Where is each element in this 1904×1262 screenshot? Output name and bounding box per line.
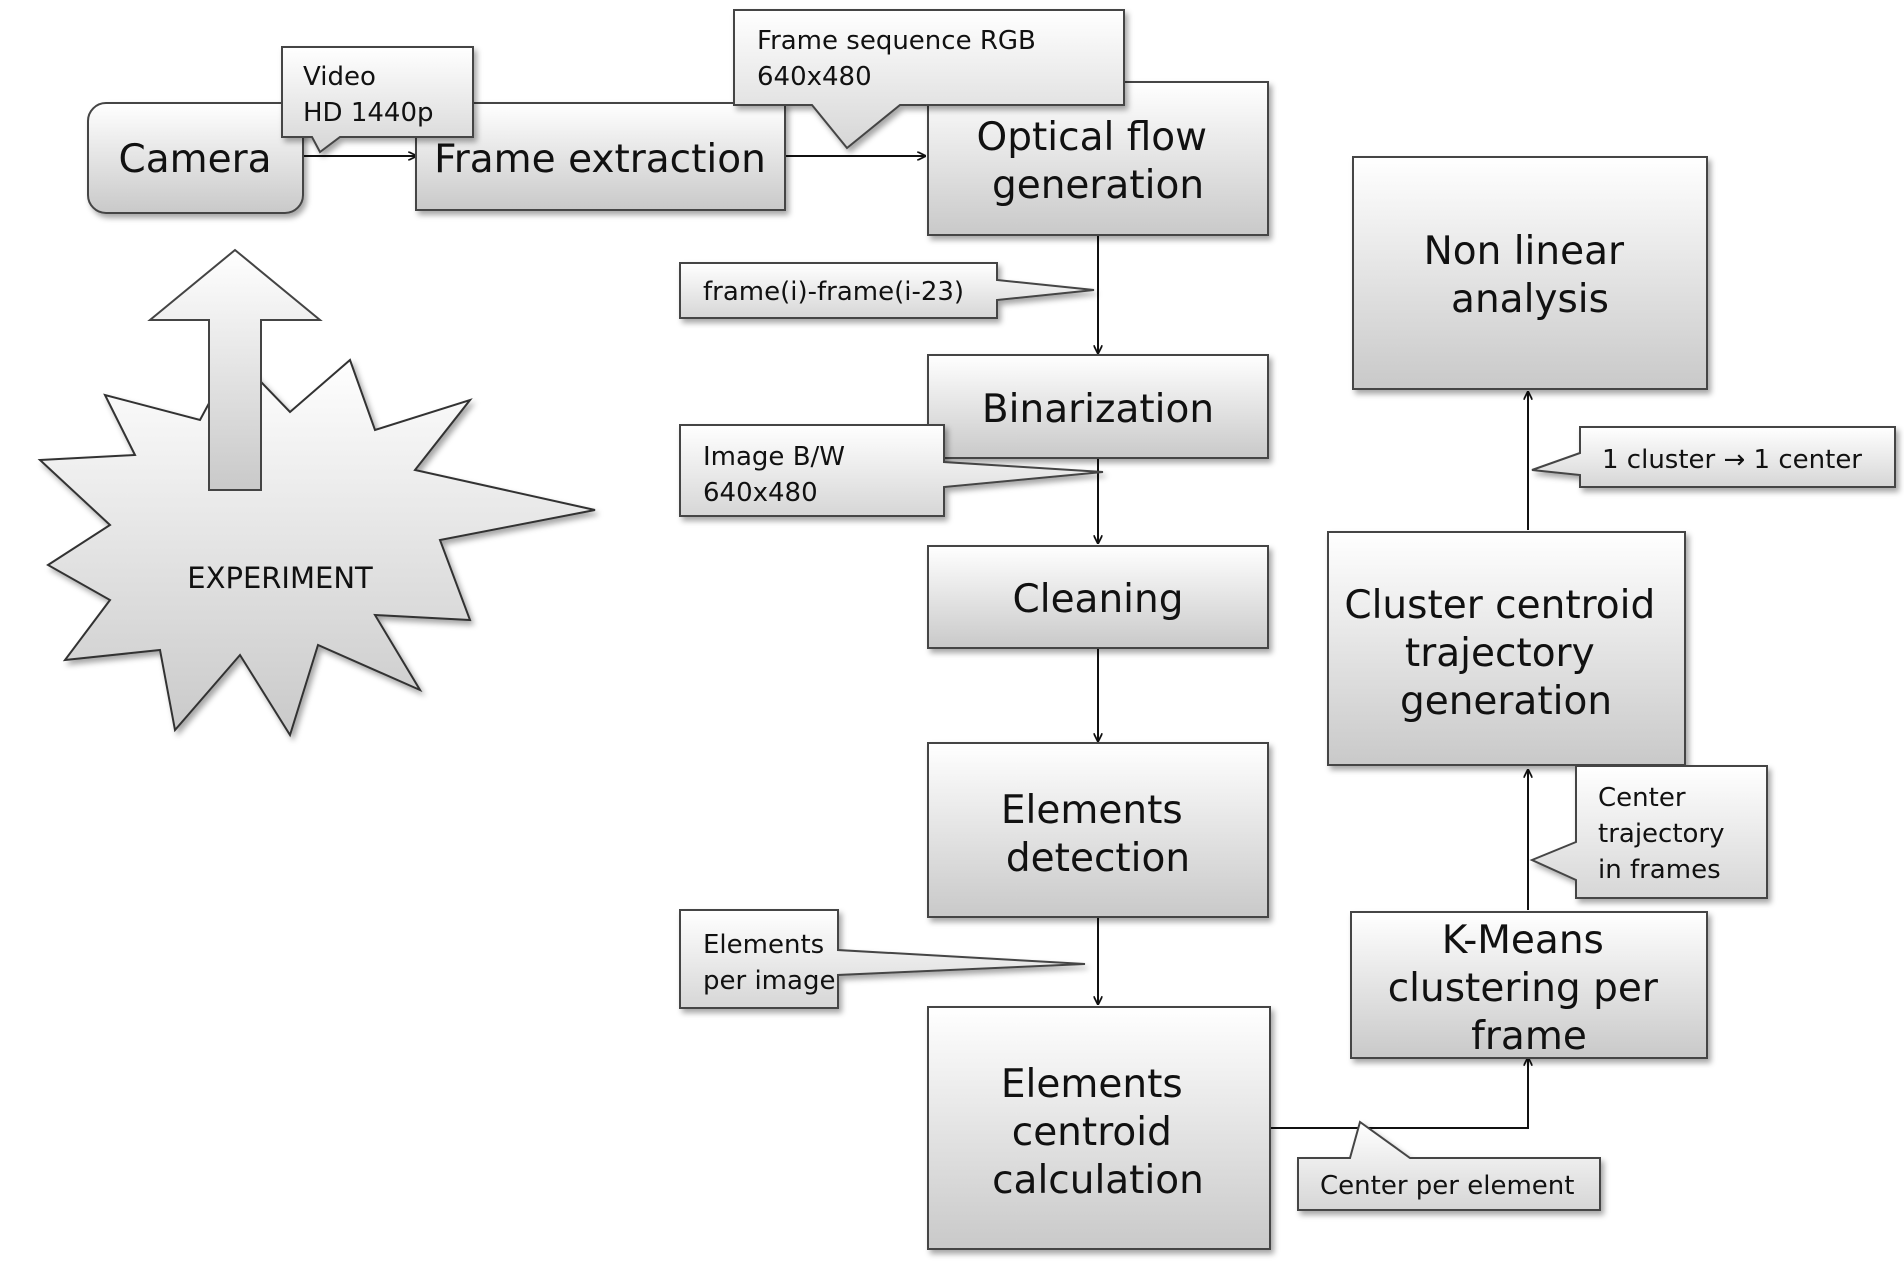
node-camera-label: Camera — [118, 137, 271, 182]
node-label-line: Frame extraction — [434, 137, 766, 182]
callout-frame-diff: frame(i)-frame(i-23) — [679, 262, 1095, 319]
callout-image-bw: Image B/W 640x480 — [679, 424, 1104, 517]
node-label-line: calculation — [992, 1158, 1204, 1203]
node-cleaning-label: Cleaning — [1013, 577, 1184, 622]
callout-frame-sequence-text: Frame sequence RGB 640x480 — [757, 26, 1044, 92]
callout-line: 1 cluster → 1 center — [1602, 445, 1862, 475]
callout-cluster-center-text: 1 cluster → 1 center — [1602, 445, 1862, 475]
callout-line: 640x480 — [703, 478, 818, 508]
callout-line: Frame sequence RGB — [757, 26, 1036, 56]
callout-video: Video HD 1440p — [281, 46, 474, 154]
callout-line: 640x480 — [757, 62, 872, 92]
node-label-line: detection — [1006, 836, 1190, 881]
arrow-centroid-to-kmeans — [1270, 1058, 1528, 1129]
node-elements-detection: Elements detection — [927, 742, 1269, 918]
callout-elements-per-image: Elements per image — [679, 909, 1086, 1009]
node-label-line: Optical flow — [977, 115, 1207, 160]
callout-center-trajectory-text: Center trajectory in frames — [1598, 783, 1733, 885]
node-label-line: generation — [992, 163, 1204, 208]
callout-video-text: Video HD 1440p — [303, 62, 434, 128]
node-label-line: Cleaning — [1013, 577, 1184, 622]
node-label-line: generation — [1400, 679, 1612, 724]
callout-line: Elements — [703, 930, 824, 960]
callout-line: trajectory — [1598, 819, 1725, 849]
callout-line: frame(i)-frame(i-23) — [703, 277, 964, 307]
node-cluster-trajectory: Cluster centroid trajectory generation — [1327, 531, 1686, 766]
callout-line: Image B/W — [703, 442, 845, 472]
node-label-line: Non linear — [1424, 229, 1625, 274]
node-label-line: Binarization — [982, 387, 1214, 432]
node-binarization-label: Binarization — [982, 387, 1214, 432]
node-label-line: clustering per — [1388, 966, 1659, 1011]
experiment-label: EXPERIMENT — [187, 561, 373, 595]
experiment-burst: EXPERIMENT — [37, 353, 596, 738]
node-cluster-trajectory-label: Cluster centroid trajectory generation — [1344, 583, 1667, 724]
node-non-linear: Non linear analysis — [1352, 156, 1708, 390]
callout-line: per image — [703, 966, 835, 996]
callout-line: in frames — [1598, 855, 1721, 885]
callout-elements-per-image-text: Elements per image — [703, 930, 835, 996]
node-elements-detection-label: Elements detection — [1001, 788, 1195, 881]
callout-line: HD 1440p — [303, 98, 434, 128]
callout-center-per-element-text: Center per element — [1320, 1171, 1574, 1201]
callout-line: Center per element — [1320, 1171, 1574, 1201]
node-label-line: trajectory — [1405, 631, 1595, 676]
callout-line: Center — [1598, 783, 1686, 813]
node-non-linear-label: Non linear analysis — [1424, 229, 1637, 322]
callout-image-bw-text: Image B/W 640x480 — [703, 442, 853, 508]
node-binarization: Binarization — [927, 354, 1269, 459]
experiment-star-shape — [37, 353, 596, 738]
node-label-line: Cluster centroid — [1344, 583, 1655, 628]
callout-line: Video — [303, 62, 376, 92]
callout-cluster-center: 1 cluster → 1 center — [1531, 426, 1896, 488]
node-elements-centroid-label: Elements centroid calculation — [992, 1062, 1204, 1203]
node-frame-extraction: Frame extraction — [415, 102, 786, 211]
node-optical-flow: Optical flow generation — [927, 81, 1269, 236]
node-label-line: analysis — [1451, 277, 1609, 322]
node-label-line: Elements — [1001, 1062, 1183, 1107]
node-label-line: K-Means — [1442, 918, 1604, 963]
node-kmeans-label: K-Means clustering per frame — [1388, 918, 1671, 1059]
node-label-line: Elements — [1001, 788, 1183, 833]
node-cleaning: Cleaning — [927, 545, 1269, 649]
node-camera: Camera — [87, 102, 304, 214]
node-label-line: centroid — [1012, 1110, 1172, 1155]
node-kmeans: K-Means clustering per frame — [1350, 911, 1708, 1059]
callout-center-per-element: Center per element — [1297, 1120, 1601, 1211]
experiment-to-camera-arrow — [147, 248, 323, 491]
callout-frame-diff-text: frame(i)-frame(i-23) — [703, 277, 964, 307]
node-optical-flow-label: Optical flow generation — [977, 115, 1220, 208]
node-frame-extraction-label: Frame extraction — [434, 137, 766, 182]
node-elements-centroid: Elements centroid calculation — [927, 1006, 1271, 1250]
callout-center-trajectory: Center trajectory in frames — [1529, 765, 1768, 899]
callout-frame-sequence: Frame sequence RGB 640x480 — [733, 9, 1125, 150]
node-label-line: Camera — [118, 137, 271, 182]
node-label-line: frame — [1471, 1014, 1587, 1059]
